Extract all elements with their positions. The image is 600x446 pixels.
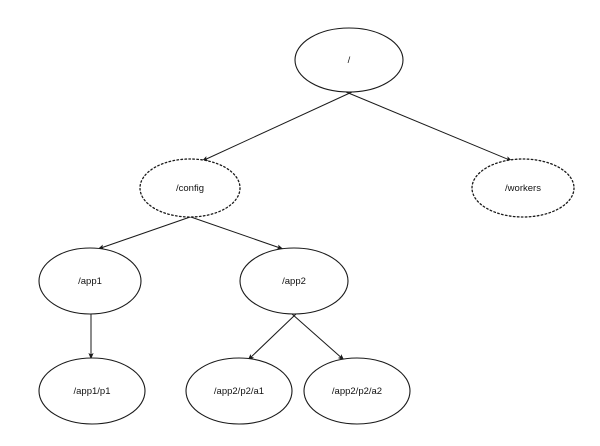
node-app2p2a1[interactable]: /app2/p2/a1 [185,357,293,425]
node-shape-app2[interactable] [239,247,349,315]
node-app1p1[interactable]: /app1/p1 [38,357,146,425]
node-config[interactable]: /config [139,158,241,218]
node-shape-config[interactable] [139,158,241,218]
node-label-app2: /app2 [282,276,306,287]
nodes-layer: / /config/workers/app1/app2/app1/p1/app2/… [38,27,575,425]
node-workers[interactable]: /workers [471,158,575,218]
edge-root-to-config [201,91,353,162]
node-label-workers: /workers [505,183,541,194]
node-shape-app2p2a1[interactable] [185,357,293,425]
edge-config-to-app1 [97,215,194,250]
node-label-root: / [348,55,351,66]
node-app2[interactable]: /app2 [239,247,349,315]
node-shape-workers[interactable] [471,158,575,218]
node-root[interactable]: / [294,27,404,93]
node-app1[interactable]: /app1 [38,247,142,315]
edge-root-to-workers [345,91,513,162]
node-shape-app1[interactable] [38,247,142,315]
node-label-app1p1: /app1/p1 [74,386,111,397]
node-label-config: /config [176,183,204,194]
node-shape-app1p1[interactable] [38,357,146,425]
edges-layer [88,91,513,361]
node-label-app2p2a1: /app2/p2/a1 [214,386,264,397]
node-label-app2p2a2: /app2/p2/a2 [332,386,382,397]
node-shape-root[interactable] [294,27,404,93]
edge-app2-to-app2p2a1 [247,313,297,361]
node-app2p2a2[interactable]: /app2/p2/a2 [303,357,411,425]
node-label-app1: /app1 [78,276,102,287]
node-shape-app2p2a2[interactable] [303,357,411,425]
edge-app2-to-app2p2a2 [291,313,345,361]
edge-config-to-app2 [187,215,284,250]
